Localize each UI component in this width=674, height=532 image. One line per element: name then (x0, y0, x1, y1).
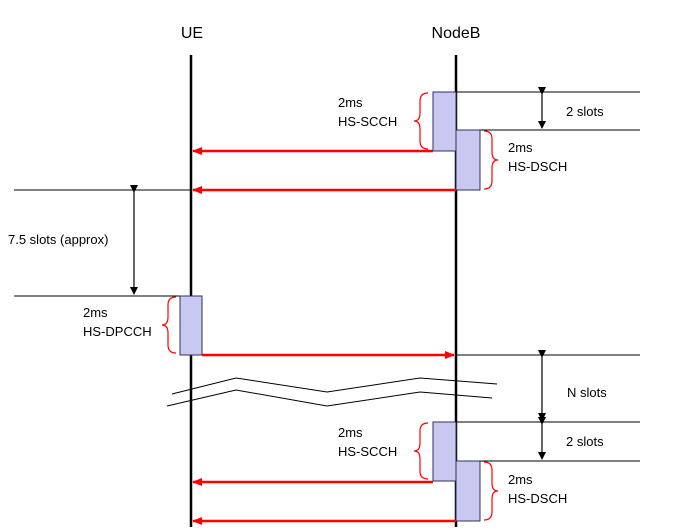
hs-dsch-block-1 (455, 129, 481, 191)
brace-dsch1 (483, 130, 499, 190)
label-dsch2-duration: 2ms (508, 472, 533, 487)
label-dpcch-duration: 2ms (83, 305, 108, 320)
nodeb-title: NodeB (432, 25, 481, 42)
time-break-line-lower (166, 389, 493, 407)
brace-scch2 (413, 422, 429, 480)
label-dsch1-duration: 2ms (508, 140, 533, 155)
brace-dsch2 (483, 461, 499, 521)
label-scch2-duration: 2ms (338, 425, 363, 440)
hs-scch-block-1 (432, 91, 457, 152)
label-scch1-channel: HS-SCCH (338, 114, 397, 129)
label-2-slots-a: 2 slots (566, 104, 604, 119)
hs-dsch-block-2 (455, 460, 481, 522)
label-dsch1-channel: HS-DSCH (508, 159, 567, 174)
label-scch1-duration: 2ms (338, 95, 363, 110)
label-2-slots-b: 2 slots (566, 434, 604, 449)
hs-scch-block-2 (432, 421, 457, 482)
hs-dpcch-block (179, 295, 203, 356)
time-break-line-upper (171, 377, 498, 395)
brace-dpcch (161, 296, 177, 354)
label-scch2-channel: HS-SCCH (338, 444, 397, 459)
label-dpcch-channel: HS-DPCCH (83, 324, 152, 339)
brace-scch1 (413, 92, 429, 150)
ue-title: UE (181, 25, 203, 42)
label-n-slots: N slots (567, 385, 607, 400)
label-dsch2-channel: HS-DSCH (508, 491, 567, 506)
label-7-5-slots: 7.5 slots (approx) (8, 232, 108, 247)
